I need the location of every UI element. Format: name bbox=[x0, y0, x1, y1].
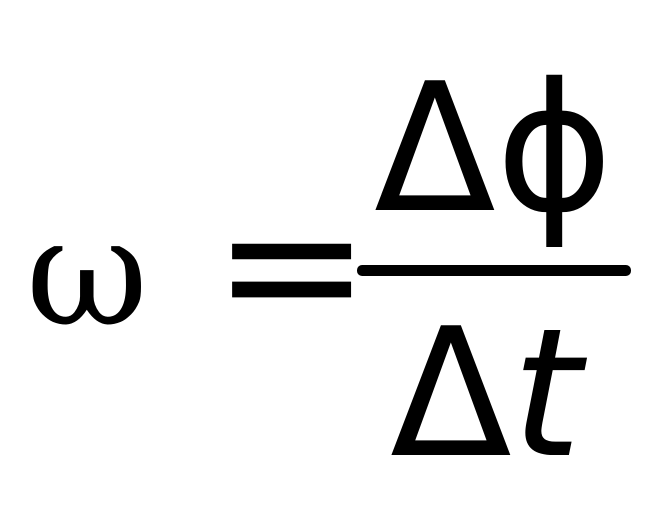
fraction-denominator: Δt bbox=[390, 305, 582, 483]
fraction-bar bbox=[357, 265, 631, 276]
delta-symbol: Δ bbox=[390, 290, 512, 497]
omega-symbol: ω bbox=[26, 186, 149, 360]
delta-symbol: Δ bbox=[374, 45, 496, 252]
equals-sign: = bbox=[212, 154, 372, 375]
time-variable: t bbox=[511, 290, 582, 497]
phi-symbol: ϕ bbox=[495, 45, 614, 252]
fraction-numerator: Δϕ bbox=[374, 60, 613, 238]
